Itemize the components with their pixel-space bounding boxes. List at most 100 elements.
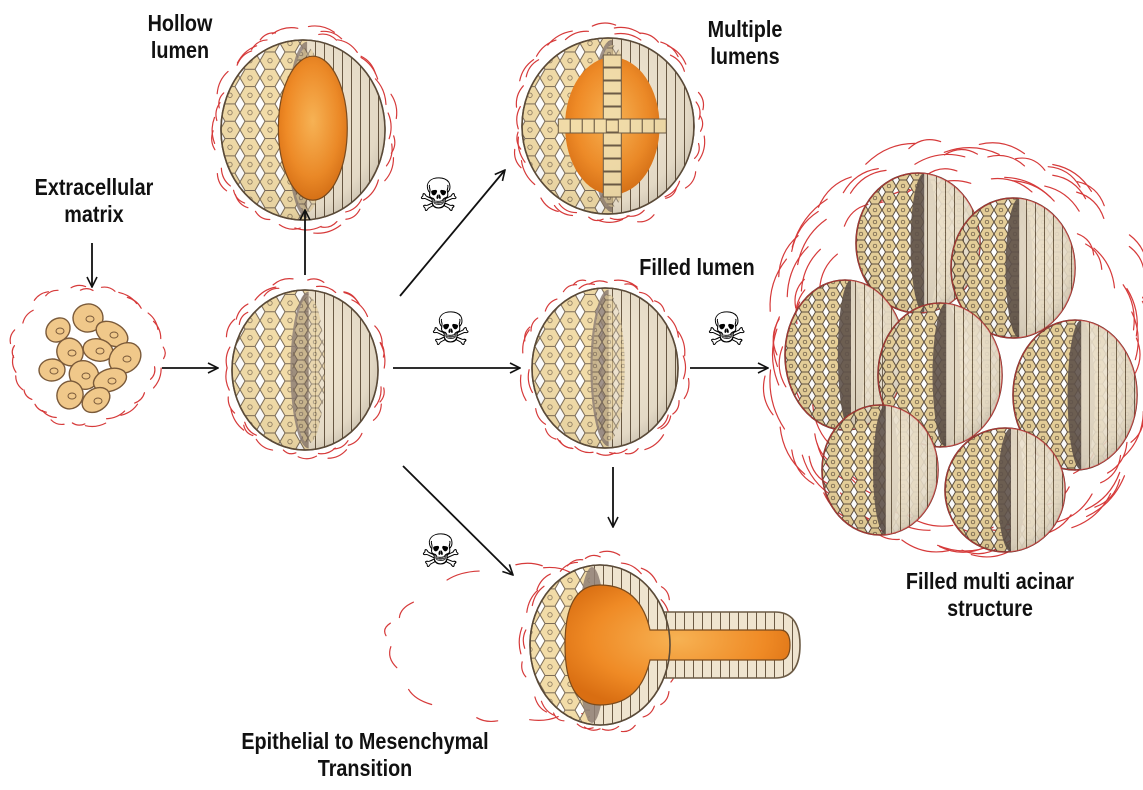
ecm-fiber [700,116,703,131]
ecm-fiber [121,404,138,415]
epithelial-cell [38,358,65,381]
ecm-fiber [641,568,656,582]
ecm-fiber [516,563,542,565]
ecm-fiber [563,285,576,292]
ecm-fiber [523,630,526,648]
ecm-fiber [625,284,638,289]
ecm-fiber [13,356,16,373]
ecm-fiber [673,401,679,414]
ecm-fiber [792,211,818,251]
ecm-fiber [163,347,165,359]
ecm-fiber [46,290,58,295]
ecm-fiber [988,155,1025,165]
ecm-fiber [902,540,949,552]
ecm-fiber [537,574,550,590]
ecm-fiber [375,326,382,345]
ecm-fiber [585,555,600,558]
ecm-fiber [661,692,669,705]
ecm-fiber [545,429,555,439]
ecm-fiber [866,143,915,164]
ecm-fiber [519,628,522,654]
ecm-fiber [127,297,141,308]
ecm-fiber [684,379,689,399]
ecm-fiber [217,174,226,191]
emt-lumen-cavity [565,585,790,705]
ecm-fiber [1129,247,1143,281]
ecm-fiber [661,42,678,57]
ecm-fiber [683,356,685,379]
ecm-fiber [226,368,229,390]
ecm-fiber [72,423,84,425]
ecm-fiber [226,319,234,336]
ecm-fiber [283,450,296,454]
ecm-fiber [399,602,413,617]
ecm-fiber [346,209,360,219]
ecm-fiber [1048,167,1080,187]
ecm-fiber [592,23,615,26]
ecm-fiber [695,144,700,159]
ecm-fiber [909,140,941,149]
ecm-fiber [319,34,337,40]
ecm-fiber [51,420,64,425]
ecm-fiber [610,216,629,220]
ecm-fiber [35,404,46,412]
ecm-fiber [101,287,115,291]
ecm-fiber [517,132,521,149]
ecm-fiber [541,198,558,211]
ecm-fiber [517,107,521,129]
ecm-fiber [678,332,684,356]
ecm-fiber [298,456,316,459]
ecm-fiber [661,587,669,600]
multiple-lumens-acinus [522,38,698,214]
ecm-fiber [264,288,279,296]
ecm-fiber [219,93,224,108]
ecm-fiber [226,347,230,368]
ecm-fiber [818,177,851,207]
ecm-fiber [348,433,362,445]
ecm-fiber [535,697,546,712]
ecm-fiber [1072,494,1111,528]
ecm-fiber [589,217,603,220]
ecm-fiber [554,205,572,215]
ecm-fiber [544,567,570,572]
ecm-fiber [770,259,786,311]
label-filled-lumen: Filled lumen [624,254,770,281]
ecm-fiber [979,143,1024,154]
ecm-fiber [221,168,230,186]
ecm-fiber [600,551,620,555]
ecm-fiber [779,236,798,277]
ecm-fiber [643,706,654,717]
ecm-fiber [85,423,105,426]
ecm-fiber [565,31,588,39]
ecm-fiber [991,178,1032,191]
skull-and-crossbones-icon: ☠ [430,306,471,352]
filled-lumen-acinus [532,288,682,448]
ecm-fiber [391,94,397,118]
ecm-fiber [1045,186,1079,211]
ecm-fiber [638,215,654,222]
ecm-fiber [527,590,538,612]
ecm-fiber [516,86,523,107]
ecm-fiber [614,27,640,33]
ecm-fiber [252,40,267,49]
ecm-fiber [548,31,573,45]
ecm-fiber [135,393,145,403]
ecm-fiber [536,40,555,56]
ecm-fiber [579,284,594,289]
ecm-fiber [386,144,392,166]
ecm-fiber [71,285,86,287]
ecm-fiber [279,225,300,230]
ecm-fiber [801,249,820,291]
ecm-fiber [409,689,432,704]
ecm-fiber [531,318,538,331]
ecm-fiber [321,31,342,39]
skull-and-crossbones-icon: ☠ [420,528,461,574]
ecm-fiber [385,623,391,635]
ecm-fiber [686,172,696,188]
